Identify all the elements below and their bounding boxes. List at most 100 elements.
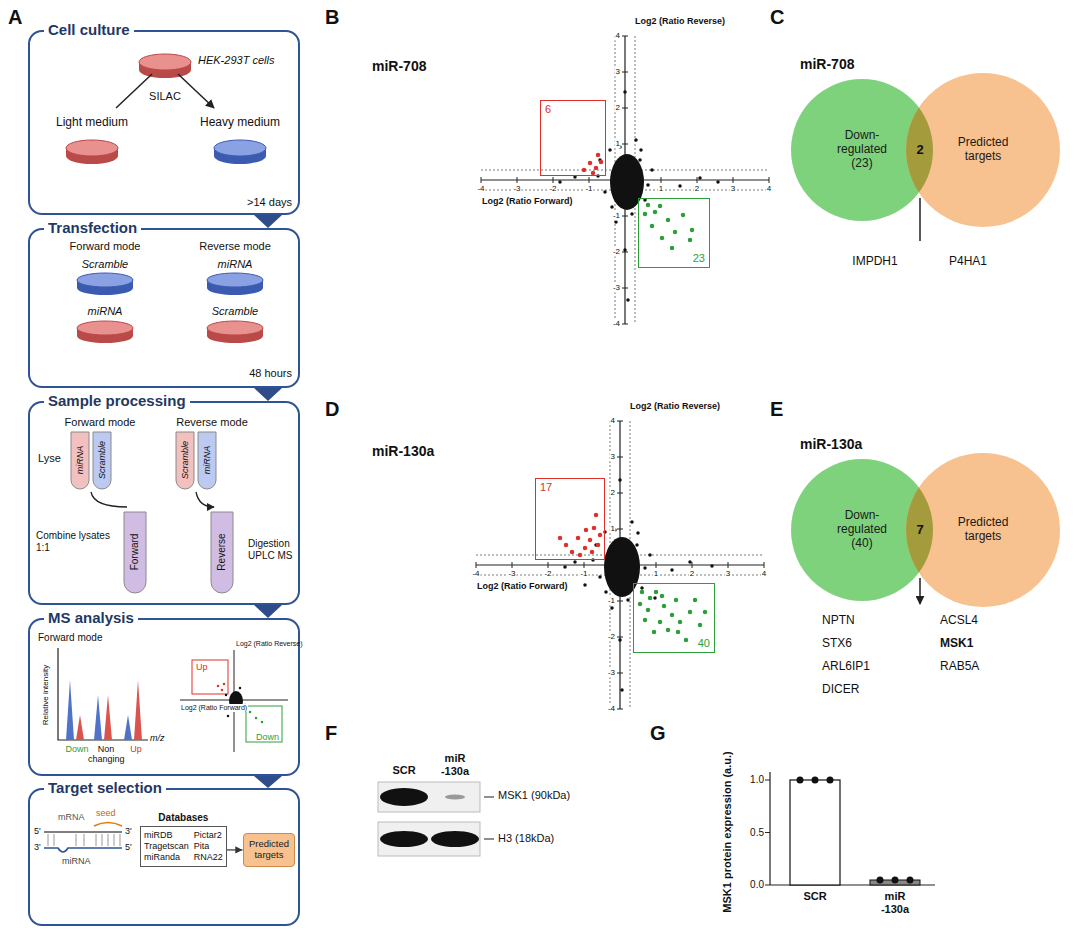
figure-text: 2 bbox=[916, 143, 923, 158]
bar-axis bbox=[765, 772, 935, 885]
figure-text: C bbox=[770, 6, 784, 29]
figure-text: -1 bbox=[584, 184, 593, 193]
node-text: >14 days bbox=[247, 196, 292, 209]
node-text: Combine lysates 1:1 bbox=[36, 530, 120, 553]
threshold-line bbox=[476, 421, 764, 709]
panel-heading: Target selection bbox=[44, 779, 166, 797]
mrna-strand bbox=[44, 831, 122, 833]
culture-dish bbox=[77, 321, 133, 335]
panel-heading: Transfection bbox=[44, 219, 141, 237]
bar bbox=[790, 780, 840, 885]
node-text: Forward bbox=[129, 534, 141, 571]
node-text: Log2 (Ratio Forward) bbox=[180, 704, 248, 712]
flow-arrow bbox=[254, 388, 282, 401]
figure-text: Log2 (Ratio Reverse) bbox=[635, 16, 725, 26]
heavy-peak bbox=[66, 680, 132, 740]
figure-text: -1 bbox=[612, 211, 621, 220]
threshold-box: 23 bbox=[638, 198, 710, 268]
flow-arrow bbox=[254, 776, 282, 788]
figure-text: -4 bbox=[471, 569, 480, 578]
replicate-dots bbox=[800, 780, 910, 880]
point-cloud bbox=[604, 537, 640, 597]
figure-text: 1.0 bbox=[750, 774, 764, 786]
figure-text: -3 bbox=[607, 668, 616, 677]
venn-circle: Predicted targets bbox=[905, 452, 1061, 608]
panel-heading: Cell culture bbox=[44, 21, 134, 39]
node-text: Scramble bbox=[180, 441, 190, 479]
figure-text: -2 bbox=[607, 632, 616, 641]
figure-text: 3 bbox=[725, 569, 731, 578]
data-points bbox=[560, 92, 718, 300]
figure-text: 1 bbox=[653, 569, 659, 578]
figure-text: 2 bbox=[615, 103, 621, 112]
workflow-panel: Cell cultureHEK-293T cellsSILACLight med… bbox=[28, 30, 300, 215]
split-arrow bbox=[116, 74, 214, 108]
figure-text: Log2 (Ratio Forward) bbox=[476, 581, 569, 591]
panel-heading: Sample processing bbox=[44, 392, 190, 410]
figure-text: SCR bbox=[392, 764, 415, 777]
figure-text: F bbox=[325, 722, 337, 745]
figure-text: 0.0 bbox=[750, 879, 764, 891]
node-text: 5' bbox=[34, 826, 41, 836]
node-text: Forward mode bbox=[70, 240, 141, 253]
culture-dish bbox=[214, 140, 266, 156]
panel-heading: MS analysis bbox=[44, 609, 138, 627]
node-text: Reverse mode bbox=[176, 416, 248, 429]
figure-text: E bbox=[770, 398, 783, 421]
node-text: Down-regulated bbox=[830, 129, 894, 157]
figure-text: miR -130a bbox=[437, 752, 473, 777]
node-text: Reverse bbox=[216, 533, 228, 570]
figure-text: ARL6IP1 bbox=[822, 660, 870, 674]
figure-text: DICER bbox=[822, 683, 859, 697]
figure-text: 4 bbox=[610, 416, 616, 425]
figure-text: 3 bbox=[610, 452, 616, 461]
node-text: miRNA bbox=[75, 446, 85, 475]
blot-band bbox=[431, 831, 479, 847]
node-text: SILAC bbox=[149, 90, 181, 103]
lysate-tube bbox=[93, 432, 216, 489]
target-box: Predicted targets bbox=[243, 833, 295, 867]
workflow-panel: Sample processingForward modeReverse mod… bbox=[28, 401, 300, 605]
figure-text: -3 bbox=[512, 184, 521, 193]
database-box: DatabasesmiRDBPictar2TragetscanPitamiRan… bbox=[140, 812, 227, 867]
node-text: HEK-293T cells bbox=[198, 54, 274, 67]
figure-text: -2 bbox=[543, 569, 552, 578]
figure-text: -1 bbox=[579, 569, 588, 578]
figure-text: 1 bbox=[610, 524, 616, 533]
data-points bbox=[565, 480, 712, 690]
node-text: Scramble bbox=[97, 441, 107, 479]
culture-dish bbox=[139, 54, 191, 70]
node-text: 3' bbox=[34, 842, 41, 852]
figure-text: ACSL4 bbox=[940, 614, 978, 628]
figure-text: -2 bbox=[548, 184, 557, 193]
spectrum-axis bbox=[58, 648, 148, 740]
seed-bracket bbox=[94, 823, 122, 827]
node-text: (23) bbox=[851, 157, 872, 171]
figure-text: 2 bbox=[694, 184, 700, 193]
node-text: Predicted targets bbox=[951, 136, 1015, 164]
node-text: Log2 (Ratio Reverse) bbox=[236, 640, 303, 648]
node-text: 3' bbox=[125, 826, 132, 836]
figure-text: miR-130a bbox=[800, 436, 862, 452]
culture-dish bbox=[66, 140, 118, 156]
node-text: Up bbox=[196, 662, 208, 672]
node-text: seed bbox=[96, 808, 116, 818]
figure-text: H3 (18kDa) bbox=[498, 832, 554, 845]
node-text: miRNA bbox=[202, 446, 212, 475]
figure-text: miR-708 bbox=[800, 56, 854, 72]
figure-text: 0.5 bbox=[750, 827, 764, 839]
figure-text: miR-708 bbox=[372, 58, 426, 74]
node-text: Non changing bbox=[88, 744, 124, 765]
node-text: 48 hours bbox=[249, 367, 292, 380]
figure-text: NPTN bbox=[822, 614, 855, 628]
base-pairs bbox=[48, 834, 120, 846]
figure-text: -4 bbox=[612, 319, 621, 328]
node-text: Down bbox=[256, 732, 279, 742]
venn-circle: Predicted targets bbox=[905, 72, 1061, 228]
node-text: 17 bbox=[540, 481, 552, 494]
threshold-box: 17 bbox=[535, 478, 605, 560]
node-text: Up bbox=[130, 744, 142, 754]
venn-fill bbox=[791, 79, 933, 221]
up-points bbox=[584, 155, 601, 173]
